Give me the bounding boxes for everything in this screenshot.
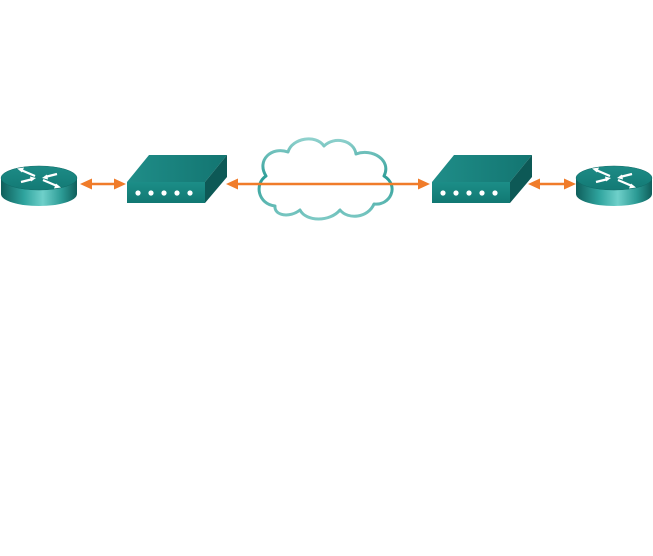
link-router-left-to-csu-left — [80, 178, 126, 190]
csu-dsu-icon — [135, 190, 193, 196]
csu-dsu-right — [432, 155, 532, 203]
cloud-icon — [257, 137, 394, 221]
wan-cloud — [257, 137, 394, 221]
router-icon — [592, 167, 636, 189]
router-left — [0, 165, 78, 206]
router-icon — [17, 167, 61, 189]
router-right — [575, 165, 653, 206]
csu-dsu-left — [127, 155, 227, 203]
csu-dsu-icon — [440, 190, 498, 196]
link-csu-right-to-router-right — [528, 178, 576, 190]
link-csu-left-to-csu-right — [226, 178, 430, 190]
